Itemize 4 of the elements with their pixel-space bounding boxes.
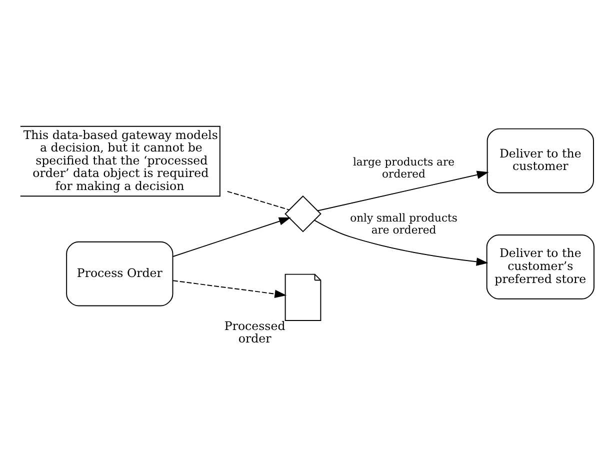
node-text: This data-based gateway models a decision, but it cannot be specified that the ‘processed order’ data object is required for making a decision xyxy=(23,127,218,192)
edge-label: large products are ordered xyxy=(352,154,455,180)
node-label: Processed order xyxy=(224,318,286,346)
edge-label: only small products are ordered xyxy=(350,211,458,236)
